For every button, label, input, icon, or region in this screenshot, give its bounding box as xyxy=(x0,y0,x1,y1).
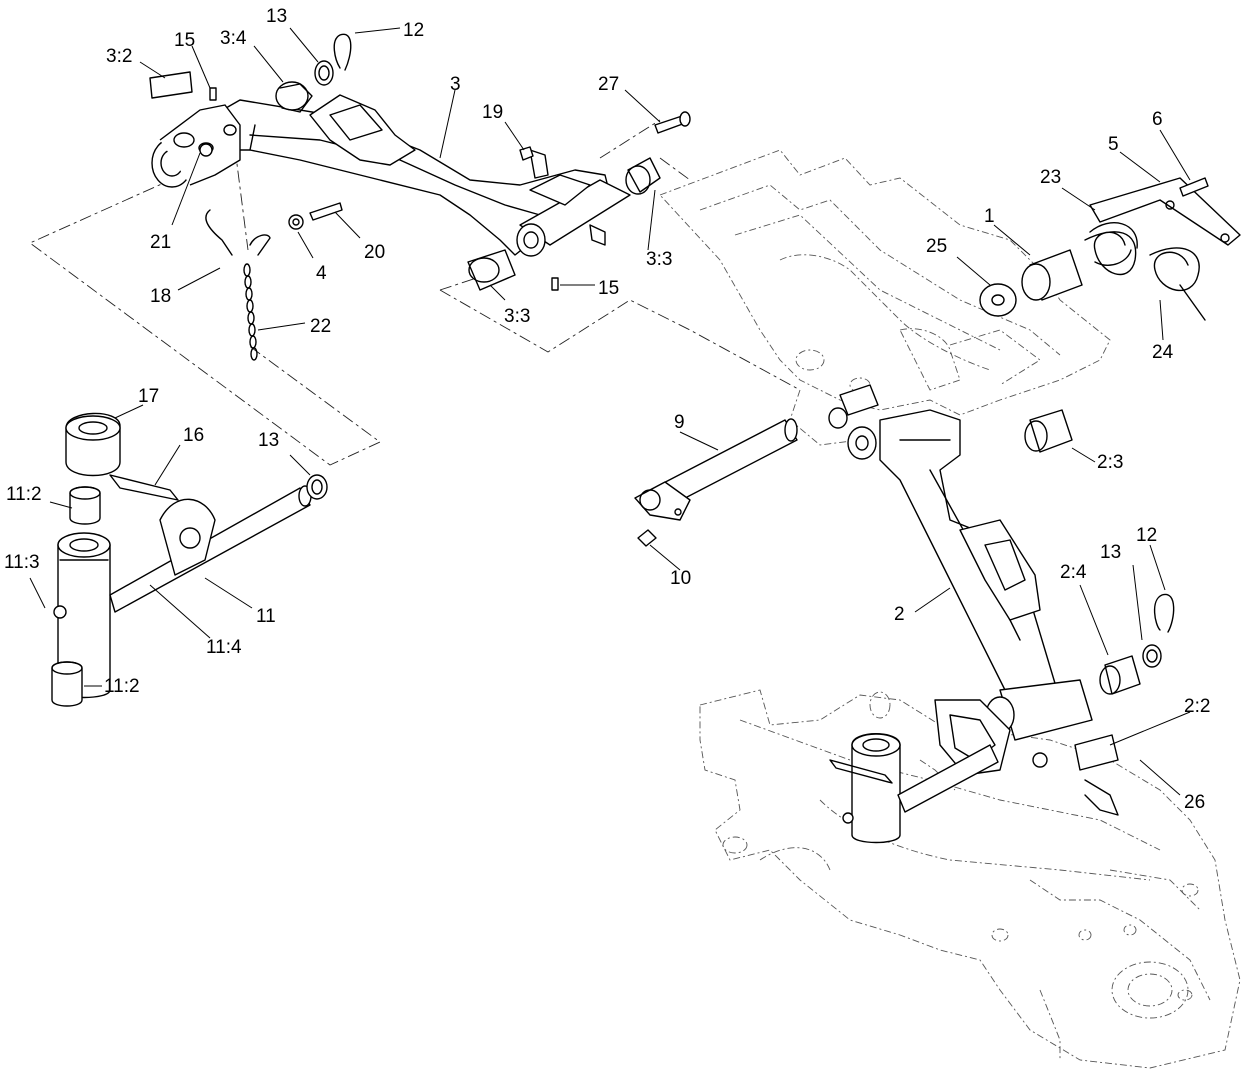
installed-cross-shaft xyxy=(829,733,999,844)
callout-27: 27 xyxy=(598,74,619,95)
washer-25 xyxy=(979,283,1017,317)
callout-22: 22 xyxy=(310,316,331,337)
bushing-11-2-upper xyxy=(69,486,101,525)
bolt-6 xyxy=(1179,177,1209,197)
washer-13-lower xyxy=(1142,644,1162,668)
callout-12-lower: 12 xyxy=(1136,525,1157,546)
hook-18 xyxy=(205,209,271,256)
bushing-3-3-right xyxy=(627,157,661,193)
bushing-2-4 xyxy=(1104,655,1141,695)
part-26 xyxy=(1084,779,1119,816)
chain-22 xyxy=(243,263,258,361)
grease-fitting-11-3 xyxy=(53,605,67,619)
callout-3-4: 3:4 xyxy=(220,28,247,49)
bushing-11-2-lower xyxy=(51,661,83,707)
callout-11-2-lower: 11:2 xyxy=(104,676,140,697)
callout-15: 15 xyxy=(174,30,195,51)
callout-21: 21 xyxy=(150,232,171,253)
leader-lines xyxy=(29,27,1191,796)
callout-4: 4 xyxy=(316,263,327,284)
upper-hardware xyxy=(149,33,691,361)
callout-6: 6 xyxy=(1152,109,1163,130)
spring-23 xyxy=(1084,231,1137,276)
grease-fitting-upper xyxy=(209,87,217,101)
callout-5: 5 xyxy=(1108,134,1119,155)
callout-13-lower: 13 xyxy=(1100,542,1121,563)
callout-2: 2 xyxy=(894,604,905,625)
callout-17: 17 xyxy=(138,386,159,407)
callout-26: 26 xyxy=(1184,792,1205,813)
callout-10: 10 xyxy=(670,568,691,589)
bushing-2-3 xyxy=(1029,409,1073,453)
callout-11-3: 11:3 xyxy=(4,552,40,573)
callout-18: 18 xyxy=(150,286,171,307)
bushing-3-3-left xyxy=(467,249,516,291)
callout-3-2: 3:2 xyxy=(106,46,132,67)
callout-11-4: 11:4 xyxy=(206,637,242,658)
callout-2-4: 2:4 xyxy=(1060,562,1087,583)
phantom-tractor-frame xyxy=(659,149,1241,1069)
callout-11-2-upper: 11:2 xyxy=(6,484,42,505)
nut-21 xyxy=(199,143,213,157)
callout-3-3-right: 3:3 xyxy=(646,249,672,270)
callout-16: 16 xyxy=(183,425,204,446)
nut-19 xyxy=(519,146,534,161)
linch-pin-12-lower xyxy=(1153,593,1175,633)
callout-labels: 3:2 15 3:4 13 12 3 19 27 6 5 23 1 25 24 … xyxy=(4,6,1210,813)
grease-fitting-lower xyxy=(551,277,559,291)
callout-24: 24 xyxy=(1152,342,1174,363)
callout-3: 3 xyxy=(450,74,461,95)
washer-4 xyxy=(288,214,304,230)
decal-3-2 xyxy=(149,71,193,99)
callout-13: 13 xyxy=(266,6,287,27)
callout-20: 20 xyxy=(364,242,385,263)
clip-16 xyxy=(109,474,179,501)
washer-13-shaft xyxy=(306,474,328,500)
callout-9: 9 xyxy=(674,412,685,433)
cross-shaft-assembly xyxy=(51,412,328,707)
lift-arm-upper xyxy=(151,94,631,257)
bolt-10 xyxy=(637,529,657,547)
lower-hardware xyxy=(634,409,1175,816)
spring-24 xyxy=(1149,247,1200,292)
callout-13-shaft: 13 xyxy=(258,430,279,451)
callout-25: 25 xyxy=(926,236,947,257)
washer-13-upper xyxy=(314,60,334,86)
spring-assembly xyxy=(979,177,1241,321)
callout-19: 19 xyxy=(482,102,503,123)
callout-2-2: 2:2 xyxy=(1184,696,1210,717)
callout-23: 23 xyxy=(1040,167,1061,188)
callout-3-3-left: 3:3 xyxy=(504,306,530,327)
callout-2-3: 2:3 xyxy=(1097,452,1123,473)
callout-11: 11 xyxy=(256,606,276,627)
callout-1: 1 xyxy=(984,206,995,227)
plate-5 xyxy=(1089,177,1241,246)
decal-2-2 xyxy=(1074,734,1119,771)
linch-pin-12-upper xyxy=(333,33,352,71)
callout-15-lower: 15 xyxy=(598,278,619,299)
bolt-20 xyxy=(309,202,343,221)
callout-12: 12 xyxy=(403,20,424,41)
